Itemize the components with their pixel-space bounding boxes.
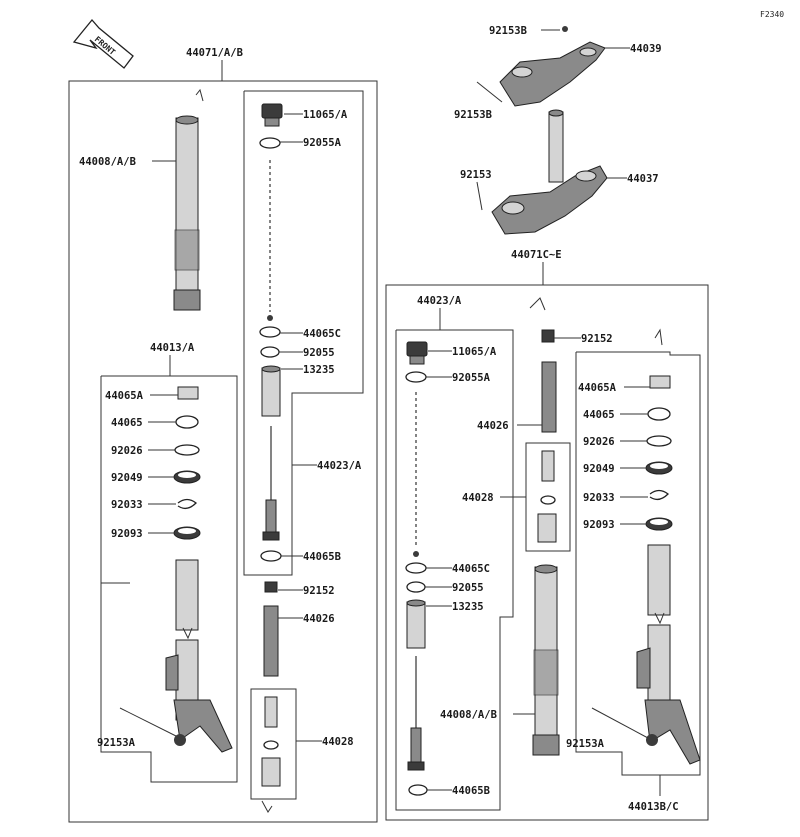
spring-44026-left [263, 605, 279, 677]
label-92033: 92033 [111, 499, 143, 511]
inner-tube-right [532, 564, 560, 756]
bolt-92153a-left [119, 707, 177, 737]
cartridge-box-44023-left [243, 90, 364, 576]
damper-rod-right [407, 656, 425, 771]
box-44028-left [250, 688, 297, 800]
outer-tube-box-44013bc [575, 351, 701, 776]
label-92153b: 92153B [454, 109, 492, 121]
steering-stem-44037 [491, 109, 608, 235]
label-44065b-right: 44065B [452, 785, 490, 797]
figure-code: F2340 [760, 10, 784, 19]
label-44065c: 44065C [303, 328, 341, 340]
label-92093-right: 92093 [583, 519, 615, 531]
label-92152-right: 92152 [581, 333, 613, 345]
label-92026: 92026 [111, 445, 143, 457]
label-44071-a-b: 44071/A/B [186, 47, 243, 59]
label-44065a-right: 44065A [578, 382, 617, 394]
label-44065b: 44065B [303, 551, 341, 563]
damper-rod-left [262, 426, 280, 541]
assembly-box-44071ce [385, 284, 709, 821]
upper-triple-clamp-44039 [499, 41, 606, 107]
bolt-92153 [476, 181, 483, 211]
outer-tube-right [636, 544, 701, 765]
o-ring-92055a-left [259, 137, 281, 149]
label-92055a: 92055A [303, 137, 342, 149]
label-44013b-c: 44013B/C [628, 801, 679, 813]
bolt-92153a-right [591, 707, 649, 739]
label-92055: 92055 [303, 347, 335, 359]
label-44026-right: 44026 [477, 420, 509, 432]
label-44026: 44026 [303, 613, 335, 625]
label-44065c-right: 44065C [452, 563, 490, 575]
label-44039: 44039 [630, 43, 662, 55]
label-92049-right: 92049 [583, 463, 615, 475]
label-44065: 44065 [111, 417, 143, 429]
label-92033-right: 92033 [583, 492, 615, 504]
cap-bolt-right [406, 341, 428, 365]
label-44013-a: 44013/A [150, 342, 195, 354]
label-44028-right: 44028 [462, 492, 494, 504]
cartridge-box-44023-right [395, 329, 514, 811]
label-44065a: 44065A [105, 390, 144, 402]
label-92153a: 92153A [97, 737, 136, 749]
nut-92152-right [541, 329, 555, 343]
label-44008-a-b-right: 44008/A/B [440, 709, 497, 721]
label-44023-a: 44023/A [317, 460, 362, 472]
nut-92152-left [264, 581, 278, 593]
spring-guide-44028-left [261, 696, 281, 787]
label-92055a-right: 92055A [452, 372, 491, 384]
collar-13235-left [261, 365, 281, 417]
inner-tube-left [173, 88, 204, 311]
collar-13235-right [406, 599, 426, 649]
label-11065-a: 11065/A [303, 109, 348, 121]
outer-tube-left [165, 559, 233, 753]
label-11065-a-right: 11065/A [452, 346, 497, 358]
bushing-44065a-left [177, 386, 199, 400]
label-92049: 92049 [111, 472, 143, 484]
spring-guide-44028-right [537, 450, 557, 543]
label-92026-right: 92026 [583, 436, 615, 448]
label-92153a-right: 92153A [566, 738, 605, 750]
label-13235: 13235 [303, 364, 335, 376]
label-92093: 92093 [111, 528, 143, 540]
label-92153b-top: 92153B [489, 25, 527, 37]
label-44008-a-b: 44008/A/B [79, 156, 136, 168]
label-44023-a-right: 44023/A [417, 295, 462, 307]
label-92055-right: 92055 [452, 582, 484, 594]
label-92153: 92153 [460, 169, 492, 181]
cap-bolt-left [261, 103, 283, 127]
label-44065-right: 44065 [583, 409, 615, 421]
label-13235-right: 13235 [452, 601, 484, 613]
outer-tube-box-44013a [100, 375, 238, 783]
assembly-box-44071 [68, 80, 378, 823]
label-44028: 44028 [322, 736, 354, 748]
bolt-92153b [476, 81, 503, 103]
label-44037: 44037 [627, 173, 659, 185]
label-92152: 92152 [303, 585, 335, 597]
label-44071c-e: 44071C~E [511, 249, 562, 261]
spring-44026-right [541, 361, 557, 433]
front-arrow: FRONT [72, 18, 134, 69]
